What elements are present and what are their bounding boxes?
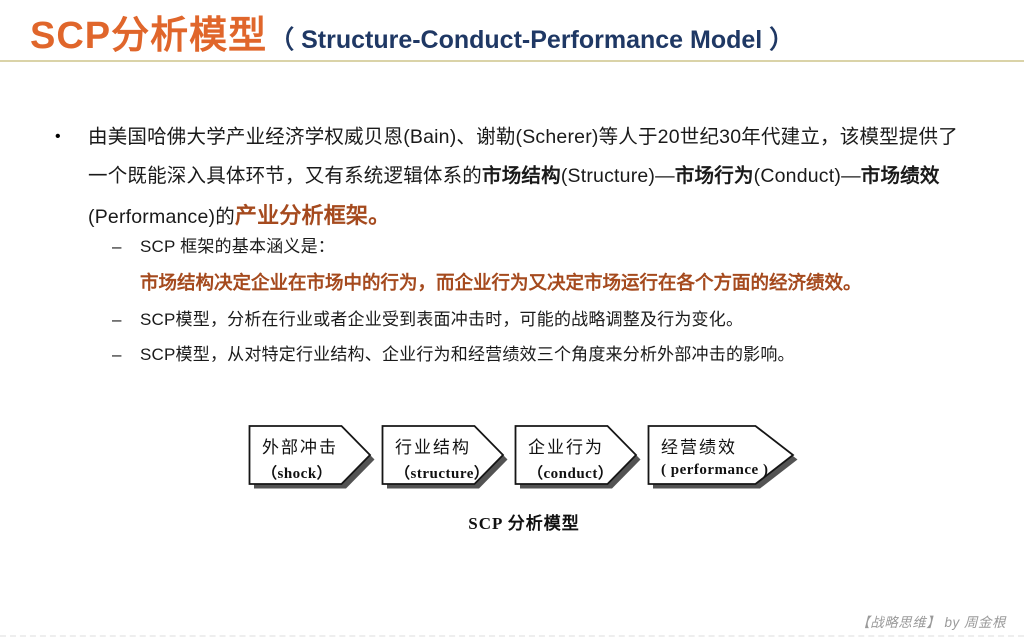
page-title-english: （ Structure-Conduct-Performance Model ） — [269, 26, 795, 54]
intro-paragraph: 由美国哈佛大学产业经济学权威贝恩(Bain)、谢勒(Scherer)等人于20世… — [88, 118, 965, 237]
diagram-step-structure: 行业结构 （structure） — [381, 424, 514, 492]
step-label-en: ( performance ) — [661, 462, 769, 478]
step-label: 经营绩效 ( performance ) — [661, 433, 779, 479]
step-label-cn: 企业行为 — [528, 438, 604, 457]
step-label-en: （conduct） — [528, 466, 614, 482]
sub-bullet-1: – SCP 框架的基本涵义是： — [112, 236, 992, 258]
dash-icon: – — [112, 345, 122, 364]
sub-bullet-3: – SCP模型，从对特定行业结构、企业行为和经营绩效三个角度来分析外部冲击的影响… — [112, 344, 992, 366]
diagram-step-shock: 外部冲击 （shock） — [248, 424, 381, 492]
scp-flow-diagram: 外部冲击 （shock） 行业结构 （structure） 企业行为 （cond… — [248, 424, 800, 534]
term-structure: 市场结构 — [482, 165, 561, 187]
sub-bullet-2-text: SCP模型，分析在行业或者企业受到表面冲击时，可能的战略调整及行为变化。 — [140, 310, 744, 329]
main-bullet: • 由美国哈佛大学产业经济学权威贝恩(Bain)、谢勒(Scherer)等人于2… — [55, 118, 965, 237]
watermark-credit: 【战略思维】 by 周金根 — [856, 615, 1006, 630]
sub-bullet-2: – SCP模型，分析在行业或者企业受到表面冲击时，可能的战略调整及行为变化。 — [112, 309, 992, 331]
bottom-dashed-line — [0, 635, 1024, 637]
arrow-pentagon-shape — [514, 425, 641, 489]
step-label-en: （shock） — [262, 466, 333, 482]
term-conduct: 市场行为 — [674, 165, 754, 187]
step-label-cn: 经营绩效 — [661, 438, 737, 457]
title-divider-line — [0, 60, 1024, 62]
sub-bullet-list: – SCP 框架的基本涵义是： 市场结构决定企业在市场中的行为，而企业行为又决定… — [112, 236, 992, 379]
page-title: SCP分析模型 — [30, 15, 268, 57]
sub-bullet-1-text: SCP 框架的基本涵义是： — [140, 237, 335, 256]
dash-icon: – — [112, 237, 122, 256]
step-label-cn: 外部冲击 — [262, 438, 338, 457]
step-label-cn: 行业结构 — [395, 438, 471, 457]
diagram-step-conduct: 企业行为 （conduct） — [514, 424, 647, 492]
intro-emphasis: 产业分析框架。 — [234, 203, 391, 228]
step-label-en: （structure） — [395, 466, 490, 482]
bullet-icon: • — [55, 128, 61, 145]
step-label: 外部冲击 （shock） — [262, 433, 380, 483]
step-label: 企业行为 （conduct） — [528, 433, 646, 483]
arrow-pentagon-shape — [381, 425, 508, 489]
sub-bullet-3-text: SCP模型，从对特定行业结构、企业行为和经营绩效三个角度来分析外部冲击的影响。 — [140, 345, 795, 364]
sub-bullet-1-emphasis: 市场结构决定企业在市场中的行为，而企业行为又决定市场运行在各个方面的经济绩效。 — [140, 272, 862, 293]
arrow-pentagon-shape — [647, 425, 798, 489]
step-label: 行业结构 （structure） — [395, 433, 513, 483]
dash-icon: – — [112, 310, 122, 329]
diagram-step-performance: 经营绩效 ( performance ) — [647, 424, 799, 492]
intro-text-4: (Performance)的 — [88, 206, 235, 228]
intro-text-2: (Structure)— — [560, 165, 675, 187]
diagram-steps: 外部冲击 （shock） 行业结构 （structure） 企业行为 （cond… — [248, 424, 800, 492]
term-performance: 市场绩效 — [860, 165, 940, 187]
slide-header: SCP分析模型 （ Structure-Conduct-Performance … — [30, 4, 1014, 59]
arrow-pentagon-shape — [248, 425, 375, 489]
diagram-caption: SCP 分析模型 — [468, 514, 580, 533]
intro-text-3: (Conduct)— — [753, 165, 861, 187]
intro-text-1: 由美国哈佛大学产业经济学权威贝恩(Bain)、谢勒(Scherer)等人于20世… — [88, 126, 958, 187]
